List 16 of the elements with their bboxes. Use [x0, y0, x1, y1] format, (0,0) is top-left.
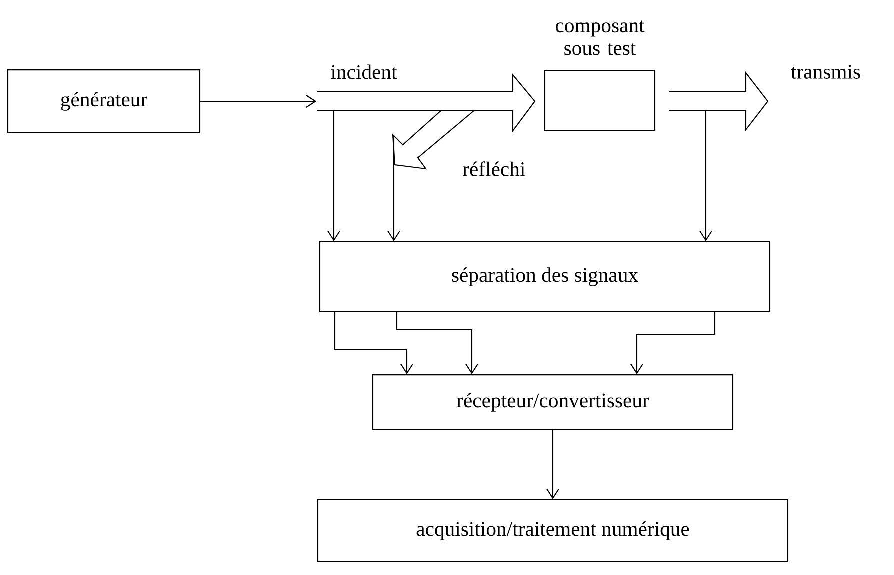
- process-box: séparation des signaux: [319, 241, 771, 313]
- arrow: [396, 312, 478, 374]
- arrow: [546, 430, 560, 500]
- arrow: [630, 312, 716, 374]
- arrow: [334, 312, 414, 374]
- arrow: [388, 135, 400, 242]
- process-box: récepteur/convertisseur: [372, 374, 734, 430]
- label-text: transmis: [791, 65, 860, 79]
- arrow: [200, 95, 317, 108]
- arrow: [328, 111, 340, 242]
- label-text: réfléchi: [463, 162, 526, 176]
- label-text: composant sous test: [556, 20, 645, 56]
- arrow: [700, 111, 712, 242]
- process-box: acquisition/traitement numérique: [317, 499, 789, 563]
- process-box: générateur: [7, 70, 201, 134]
- label-text: incident: [331, 64, 398, 80]
